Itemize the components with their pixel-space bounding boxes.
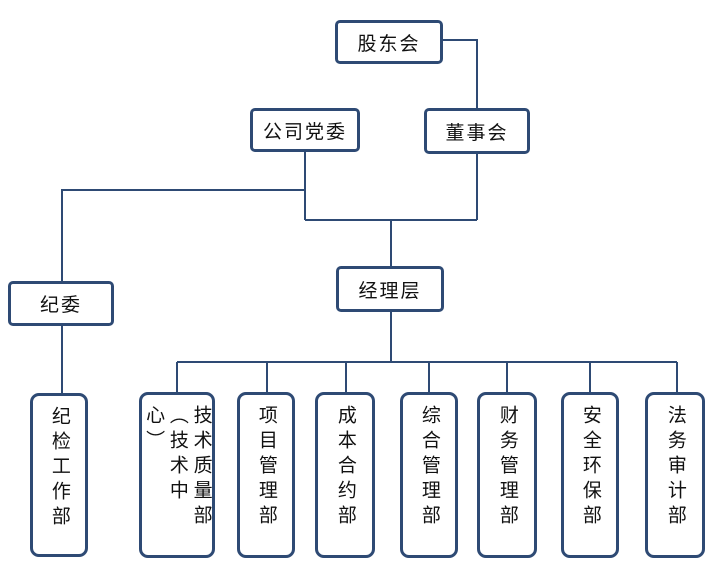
node-general-dept: 综合管理部 xyxy=(400,392,458,558)
node-party-committee-label: 公司党委 xyxy=(262,120,347,143)
node-general-dept-label: 综合管理部 xyxy=(418,405,441,530)
node-tech-quality-dept: 技术质量部（技术中心） xyxy=(139,392,215,558)
node-shareholders-label: 股东会 xyxy=(357,32,421,55)
node-management-label: 经理层 xyxy=(358,279,422,302)
node-safety-env-dept-label: 安全环保部 xyxy=(579,405,602,530)
node-shareholders: 股东会 xyxy=(335,20,443,64)
node-tech-quality-dept-label: 技术质量部（技术中心） xyxy=(143,405,213,530)
node-discipline-committee: 纪委 xyxy=(8,281,114,326)
node-discipline-dept: 纪检工作部 xyxy=(30,393,88,557)
line-party-discipline xyxy=(61,189,305,283)
node-discipline-committee-label: 纪委 xyxy=(39,294,82,316)
node-project-dept-label: 项目管理部 xyxy=(255,405,278,530)
node-management: 经理层 xyxy=(336,266,444,312)
node-discipline-dept-label: 纪检工作部 xyxy=(48,406,71,531)
node-finance-dept-label: 财务管理部 xyxy=(496,405,519,530)
line-shareholders-board xyxy=(441,39,478,110)
node-cost-contract-dept: 成本合约部 xyxy=(315,392,375,558)
node-board-label: 董事会 xyxy=(445,121,509,144)
node-safety-env-dept: 安全环保部 xyxy=(561,392,619,558)
node-legal-audit-dept: 法务审计部 xyxy=(645,392,705,558)
node-legal-audit-dept-label: 法务审计部 xyxy=(664,405,687,530)
node-party-committee: 公司党委 xyxy=(250,108,360,152)
node-cost-contract-dept-label: 成本合约部 xyxy=(334,405,357,530)
node-project-dept: 项目管理部 xyxy=(237,392,295,558)
node-board: 董事会 xyxy=(424,108,530,154)
node-finance-dept: 财务管理部 xyxy=(477,392,537,558)
